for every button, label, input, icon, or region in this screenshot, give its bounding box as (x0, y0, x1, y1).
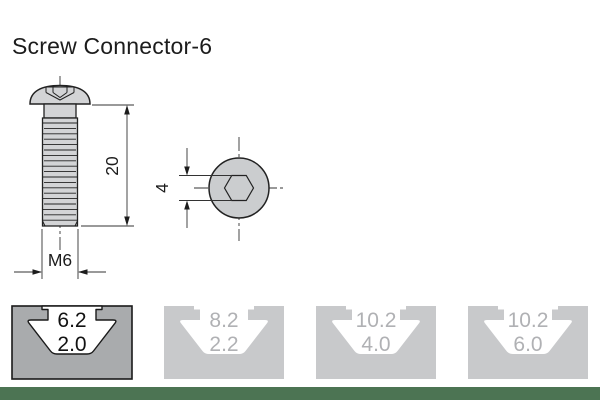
screw-top-view (194, 137, 285, 241)
slot-cutout (332, 306, 420, 354)
thread-dimension-label: M6 (48, 250, 72, 270)
slot-width-label: 10.2 (356, 309, 397, 332)
slot-depth-label: 6.0 (513, 333, 542, 356)
slot-width-label: 8.2 (209, 309, 238, 332)
dimension-length: 20 (81, 104, 134, 227)
profile-option-row: 6.2 2.0 8.2 2.2 10.2 4.0 10.2 6.0 (11, 305, 589, 380)
slot-depth-label: 4.0 (361, 333, 390, 356)
screw-neck (43, 103, 77, 119)
hex-socket-front-icon (45, 86, 75, 101)
profile-option-4[interactable]: 10.2 6.0 (467, 305, 589, 380)
page-title: Screw Connector-6 (12, 33, 213, 59)
accent-bar (0, 387, 600, 400)
profile-option-1[interactable]: 6.2 2.0 (11, 305, 133, 380)
slot-cutout (484, 306, 572, 354)
screw-side-view (29, 76, 91, 250)
thread-lines (42, 122, 78, 221)
slot-width-label: 6.2 (57, 309, 86, 332)
dimension-thread: M6 (14, 229, 106, 279)
screw-head (29, 84, 91, 105)
slot-width-label: 10.2 (508, 309, 549, 332)
profile-option-2[interactable]: 8.2 2.2 (163, 305, 285, 380)
dimension-hex-socket: 4 (152, 148, 232, 228)
technical-drawing: 20 M6 4 (14, 76, 285, 279)
slot-cutout (27, 305, 117, 355)
slot-depth-label: 2.0 (57, 333, 86, 356)
slot-depth-label: 2.2 (209, 333, 238, 356)
hex-socket-dimension-label: 4 (152, 183, 172, 193)
profile-option-3[interactable]: 10.2 4.0 (315, 305, 437, 380)
screw-head-top (208, 157, 270, 219)
length-dimension-label: 20 (102, 156, 122, 176)
shank-chamfer (42, 220, 78, 227)
slot-cutout (180, 306, 268, 354)
